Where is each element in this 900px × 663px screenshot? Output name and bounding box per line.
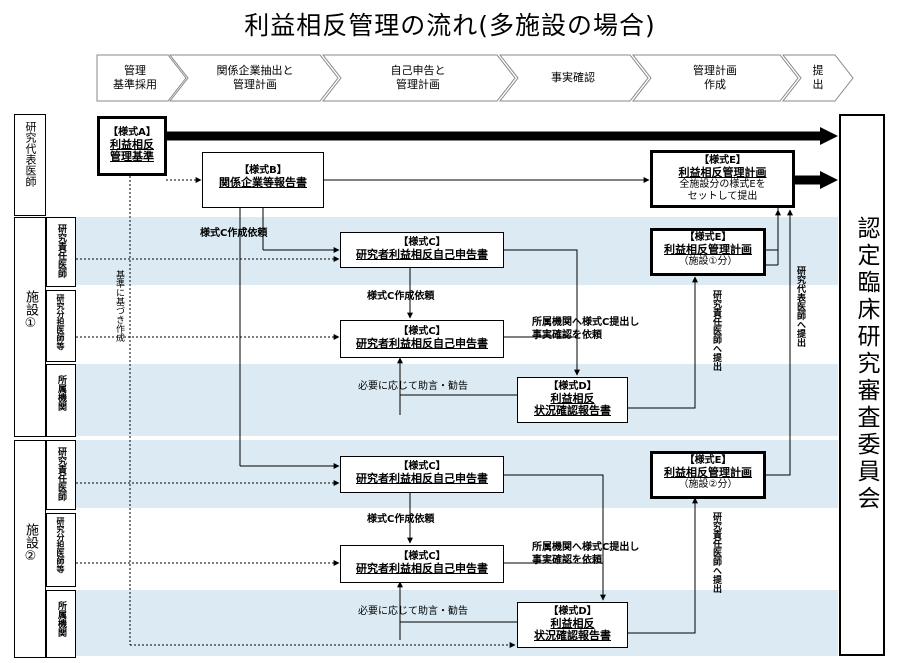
form-c-site1-sub-box: 【様式C】 研究者利益相反自己申告書 xyxy=(340,320,504,358)
note-org-request-site1: 所属機関へ様式C提出し 事実確認を依頼 xyxy=(532,317,640,341)
form-d-site1-box: 【様式D】 利益相反 状況確認報告書 xyxy=(517,377,628,423)
row-header-site2-org: 所属機関 xyxy=(46,590,76,658)
note-advice-site2: 必要に応じて助言・勧告 xyxy=(358,606,468,617)
step-label-6: 提 出 xyxy=(812,64,824,91)
row-header-site1-org: 所属機関 xyxy=(46,364,76,437)
row-header-rep-doctor: 研究代表医師 xyxy=(14,114,46,216)
note-to-pi-site2: 研究責任医師へ提出 xyxy=(711,512,721,593)
step-chevron-2 xyxy=(168,54,339,102)
form-c-site2-pi-box: 【様式C】 研究者利益相反自己申告書 xyxy=(340,456,504,493)
row-header-site1: 施設① xyxy=(14,217,46,437)
process-steps xyxy=(96,54,854,102)
step-label-5: 管理計画 作成 xyxy=(693,64,737,91)
lane-site1-org xyxy=(76,364,838,436)
form-e-site2-box: 【様式E】 利益相反管理計画 （施設②分） xyxy=(650,451,766,499)
note-advice-site1: 必要に応じて助言・勧告 xyxy=(358,381,468,392)
note-c-request-site2: 様式C作成依頼 xyxy=(367,514,435,525)
step-label-3: 自己申告と 管理計画 xyxy=(390,64,446,91)
note-to-pi-site1: 研究責任医師へ提出 xyxy=(711,290,721,371)
row-header-site1-sub: 研究分担医師等 xyxy=(46,290,76,362)
form-a-box: 【様式A】 利益相反 管理基準 xyxy=(97,116,167,176)
step-chevron-6 xyxy=(781,54,854,102)
step-label-4: 事実確認 xyxy=(551,71,595,84)
step-chevron-1 xyxy=(96,54,187,102)
form-c-site1-pi-box: 【様式C】 研究者利益相反自己申告書 xyxy=(340,232,504,268)
form-c-site2-sub-box: 【様式C】 研究者利益相反自己申告書 xyxy=(340,545,504,583)
step-chevron-4 xyxy=(498,54,649,102)
step-chevron-5 xyxy=(631,54,799,102)
note-org-request-site2: 所属機関へ様式C提出し 事実確認を依頼 xyxy=(532,542,640,566)
row-header-site2: 施設② xyxy=(14,440,46,658)
step-chevron-3 xyxy=(321,54,516,102)
form-b-box: 【様式B】 関係企業等報告書 xyxy=(202,152,324,208)
form-e-all-box: 【様式E】 利益相反管理計画 全施設分の様式Eを セットして提出 xyxy=(650,150,795,208)
row-header-site2-sub: 研究分担医師等 xyxy=(46,513,76,587)
note-c-request-site1: 様式C作成依頼 xyxy=(367,291,435,302)
row-header-site1-pi: 研究責任医師 xyxy=(46,217,76,287)
review-committee-box: 認定臨床研究審査委員会 xyxy=(839,114,885,656)
row-header-site2-pi: 研究責任医師 xyxy=(46,440,76,510)
form-e-site1-box: 【様式E】 利益相反管理計画 （施設①分） xyxy=(650,228,766,276)
note-c-request-top: 様式C作成依頼 xyxy=(200,228,268,239)
note-based-on-standard: 基準に基づき作成 xyxy=(114,270,124,342)
step-label-2: 関係企業抽出と 管理計画 xyxy=(216,64,294,91)
step-label-1: 管理 基準採用 xyxy=(113,64,157,91)
note-to-rep-doctor: 研究代表医師へ提出 xyxy=(795,266,805,347)
page-title: 利益相反管理の流れ(多施設の場合) xyxy=(244,11,656,40)
form-d-site2-box: 【様式D】 利益相反 状況確認報告書 xyxy=(517,602,628,648)
